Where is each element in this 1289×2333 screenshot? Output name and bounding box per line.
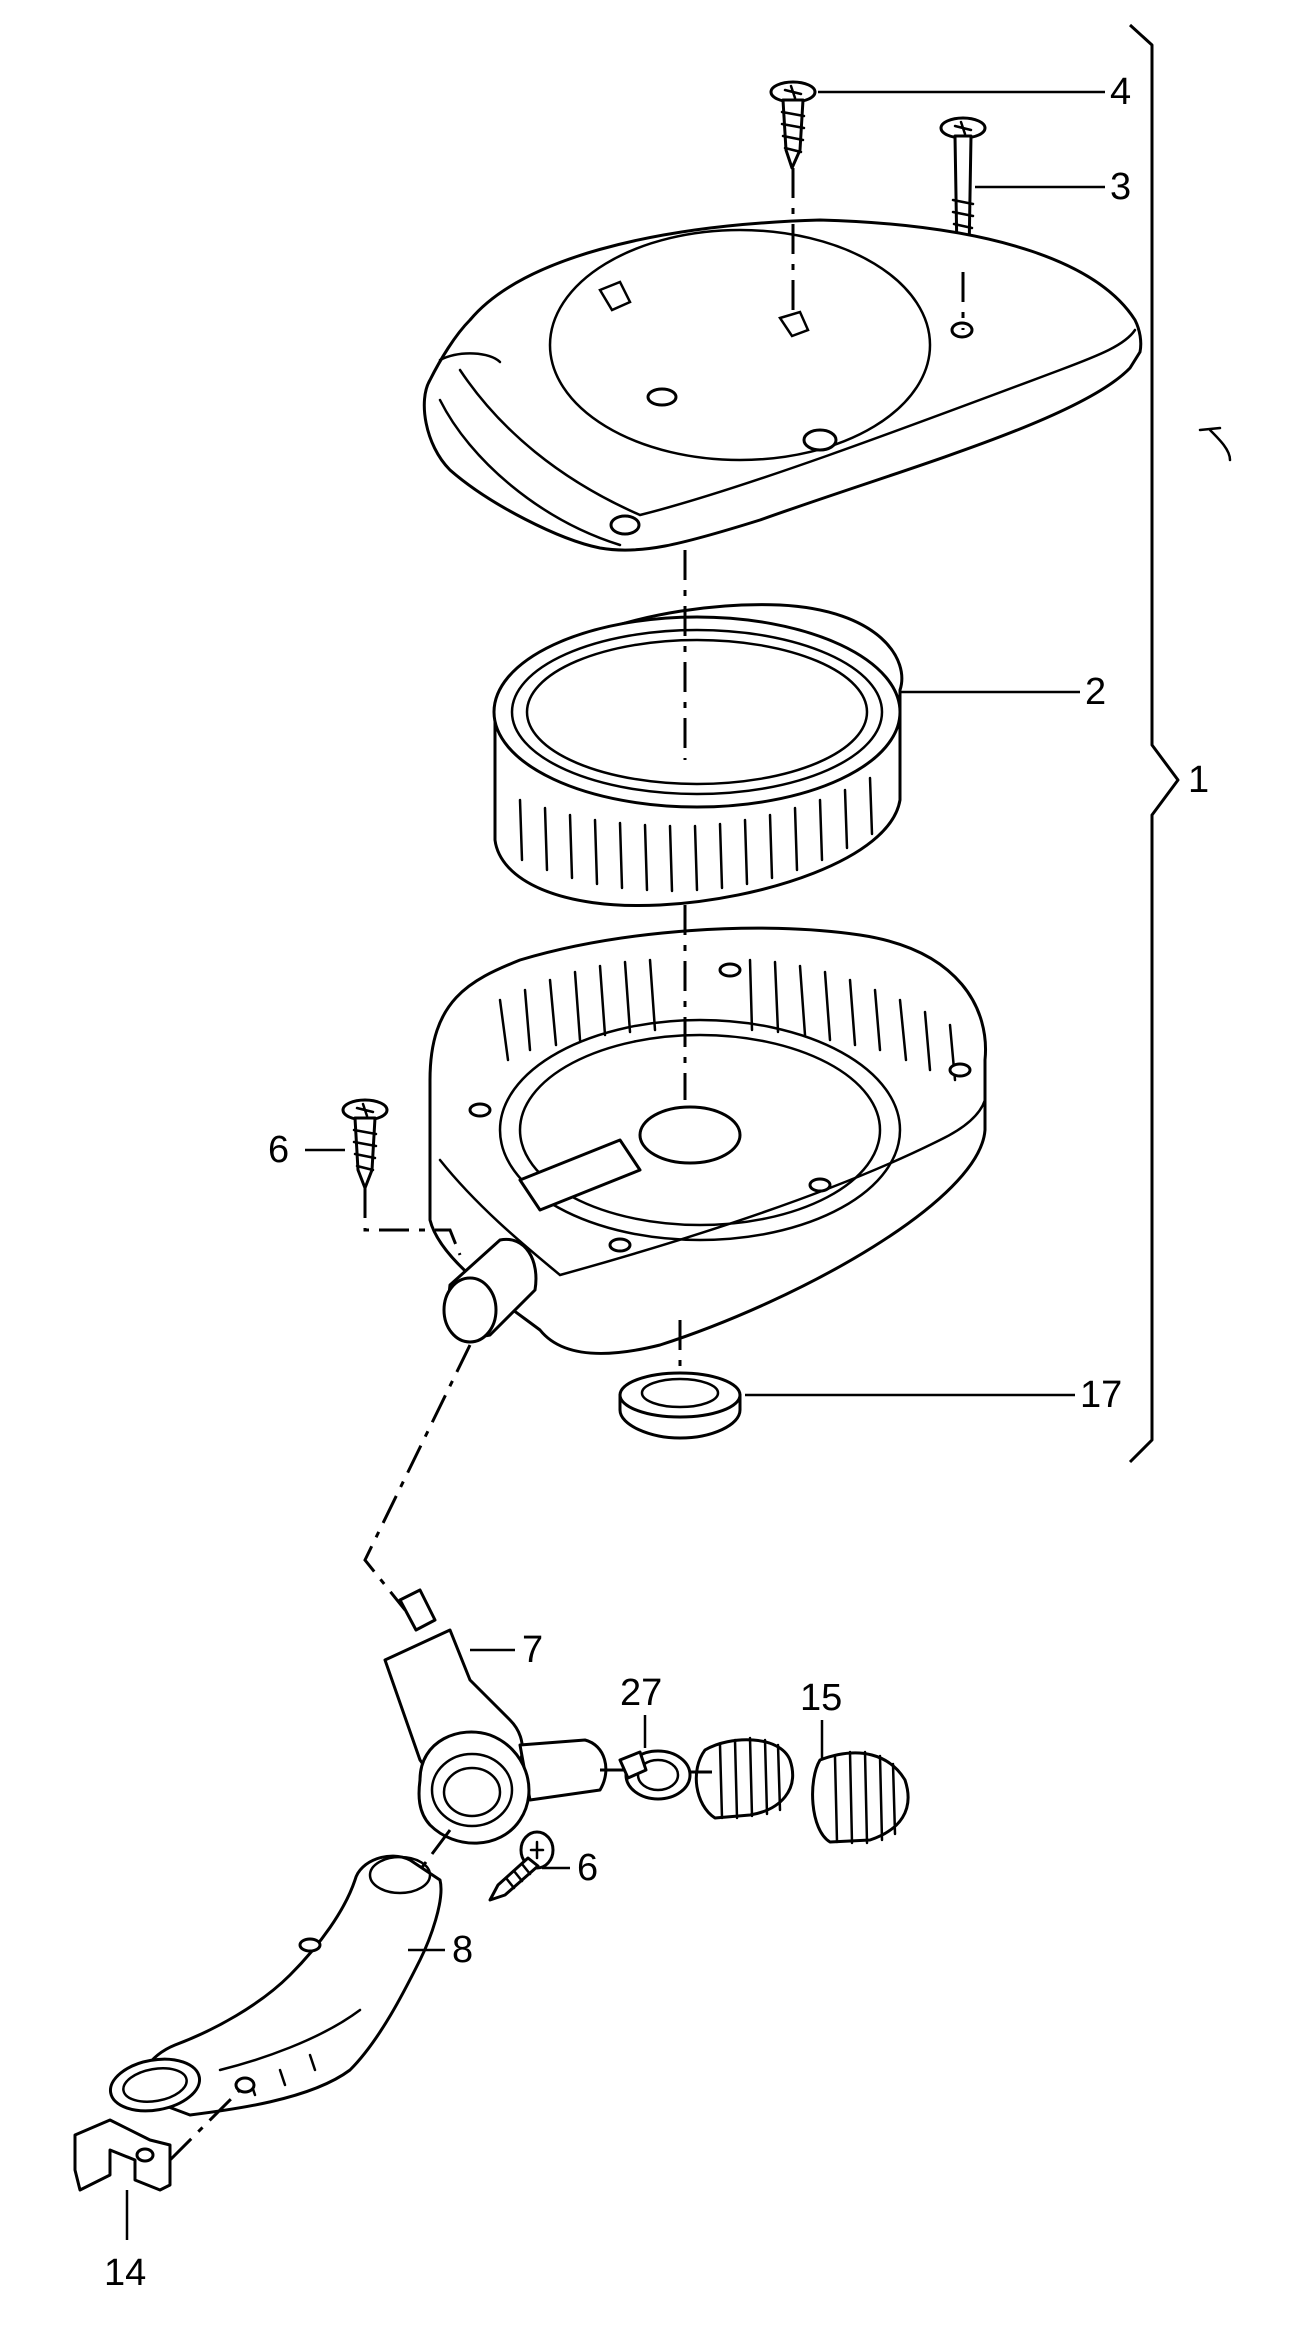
- assembly-brace: [1128, 23, 1180, 1464]
- leader-lines: [125, 90, 1105, 2240]
- screw-part-4: [769, 80, 817, 170]
- label-part-8: 8: [452, 1929, 473, 1971]
- label-part-3: 3: [1110, 166, 1131, 208]
- label-part-7: 7: [522, 1629, 543, 1671]
- label-part-15: 15: [800, 1677, 842, 1719]
- alignment-lines: [168, 168, 965, 2162]
- screw-part-6-upper: [341, 1098, 389, 1190]
- filter-lid: [422, 218, 1232, 552]
- label-part-27: 27: [620, 1672, 662, 1714]
- label-part-4: 4: [1110, 71, 1131, 113]
- clamp-part-27: [618, 1749, 692, 1801]
- filter-housing: [428, 926, 988, 1355]
- filter-element: [492, 603, 904, 908]
- label-part-17: 17: [1080, 1374, 1122, 1416]
- label-part-14: 14: [104, 2252, 146, 2294]
- hose-part-15: [694, 1736, 910, 1845]
- part-labels: 4 3 2 1 6 17 7 27 15 6 8 14: [104, 71, 1209, 2294]
- bracket-part-14: [73, 2076, 256, 2192]
- label-part-6-upper: 6: [268, 1129, 289, 1171]
- label-part-2: 2: [1085, 671, 1106, 713]
- intake-duct-part-8: [108, 1854, 443, 2117]
- screw-part-6-lower: [488, 1830, 555, 1902]
- grommet-part-17: [618, 1371, 742, 1440]
- connector-part-7: [383, 1588, 608, 1845]
- label-part-1: 1: [1188, 759, 1209, 801]
- label-part-6-lower: 6: [577, 1847, 598, 1889]
